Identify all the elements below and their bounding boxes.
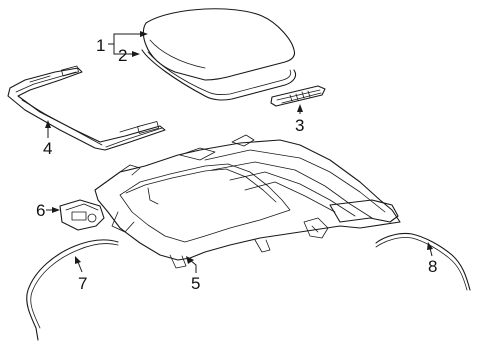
sunshade-frame [7, 65, 166, 151]
callout-3: 3 [295, 116, 304, 135]
callout-8: 8 [428, 257, 437, 276]
callout-5: 5 [191, 274, 200, 293]
deflector-strip [270, 85, 326, 107]
callout-2: 2 [118, 46, 127, 65]
callout-7: 7 [78, 274, 87, 293]
sunroof-glass-panel [142, 8, 296, 81]
sunroof-housing-frame [94, 134, 401, 269]
callout-1: 1 [96, 36, 105, 55]
callout-6: 6 [36, 201, 45, 220]
leader-lines [45, 31, 433, 273]
drain-hose-front [26, 239, 119, 341]
sunroof-motor [59, 199, 105, 231]
callout-4: 4 [43, 139, 52, 158]
glass-weatherstrip [141, 49, 297, 101]
drain-hose-rear [375, 232, 471, 291]
